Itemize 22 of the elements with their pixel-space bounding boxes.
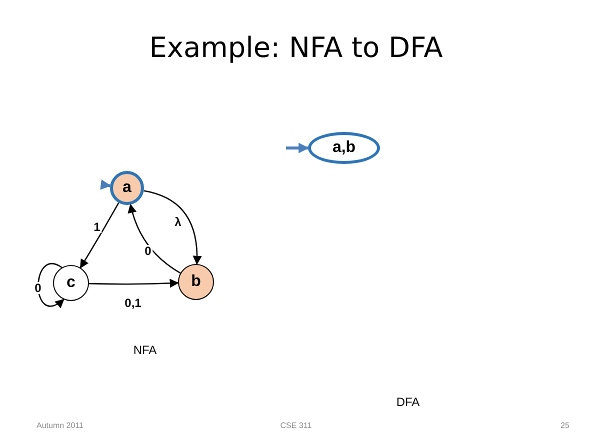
edge-label: 0 bbox=[144, 245, 152, 257]
slide-title: Example: NFA to DFA bbox=[148, 30, 444, 65]
start-arrow bbox=[286, 142, 310, 154]
diagram-caption: DFA bbox=[396, 396, 420, 408]
edge-label: 0 bbox=[34, 282, 42, 294]
diagram-caption: NFA bbox=[133, 344, 157, 356]
state-label: c bbox=[66, 275, 76, 291]
transition-arrow bbox=[88, 278, 179, 288]
state-label: b bbox=[191, 274, 201, 290]
footer-text: CSE 311 bbox=[280, 422, 312, 430]
edge-label: 1 bbox=[92, 221, 102, 233]
transition-arrow bbox=[80, 202, 120, 268]
self-loop-arrow bbox=[38, 263, 64, 308]
footer-text: 25 bbox=[560, 422, 570, 430]
state-label: a bbox=[122, 180, 132, 196]
transition-arrow bbox=[144, 190, 202, 265]
footer-text: Autumn 2011 bbox=[36, 422, 84, 430]
start-arrow bbox=[100, 179, 112, 190]
edge-label: 0,1 bbox=[124, 297, 142, 309]
state-label: a,b bbox=[332, 140, 356, 156]
edge-label: λ bbox=[174, 216, 182, 228]
transition-arrow bbox=[128, 204, 181, 274]
